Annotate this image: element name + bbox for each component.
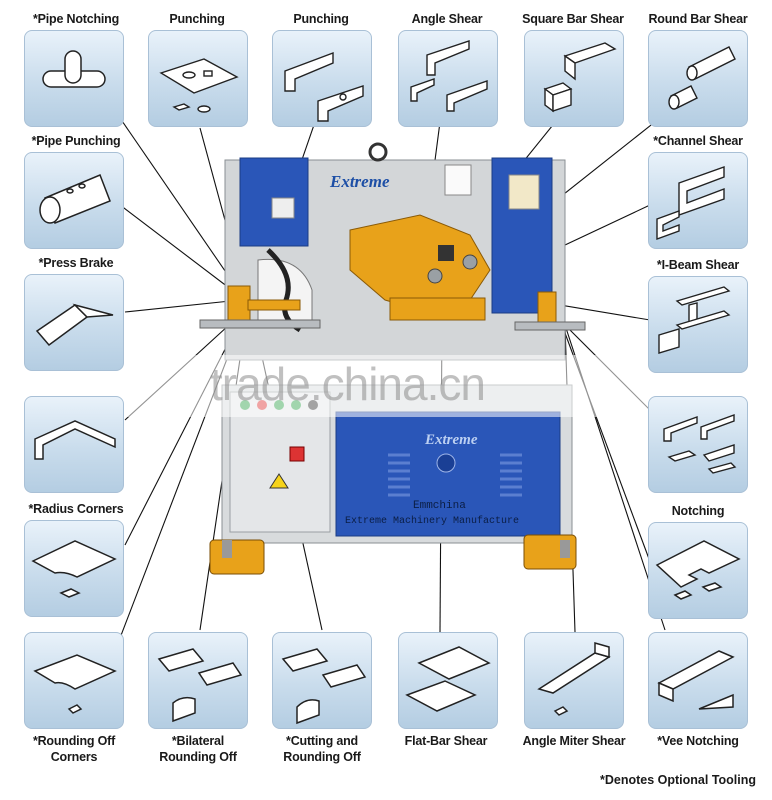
label-press-brake: *Press Brake bbox=[38, 256, 114, 270]
tile-radius-corners-2 bbox=[24, 520, 124, 617]
tile-notching bbox=[648, 522, 748, 619]
angle-miter-icon bbox=[537, 642, 611, 716]
label-flat-bar-shear: Flat-Bar Shear bbox=[404, 734, 488, 748]
radius-corners-icon bbox=[34, 420, 116, 460]
label-radius-corners: *Radius Corners bbox=[28, 502, 124, 516]
tile-cutting-and-rounding-off bbox=[272, 632, 372, 729]
label-rounding-off-corners-2: Corners bbox=[50, 750, 98, 764]
tile-angle-shear bbox=[398, 30, 498, 127]
round-bar-icon bbox=[668, 46, 736, 110]
angle-shear-icon bbox=[410, 40, 488, 112]
cutting-rounding-icon bbox=[281, 648, 367, 725]
tile-angle-shearing-set bbox=[648, 396, 748, 493]
tile-pipe-notching bbox=[24, 30, 124, 127]
label-angle-shear: Angle Shear bbox=[411, 12, 483, 26]
label-cutting-and-rounding-off-1: *Cutting and bbox=[286, 734, 358, 748]
plate-line-1: Emmchina bbox=[413, 500, 466, 512]
bilateral-rounding-icon bbox=[157, 648, 243, 723]
tile-punching-2 bbox=[272, 30, 372, 127]
tile-bilateral-rounding-off bbox=[148, 632, 248, 729]
press-brake-icon bbox=[35, 303, 114, 347]
watermark-text: trade.china.cn bbox=[210, 358, 486, 410]
label-channel-shear: *Channel Shear bbox=[653, 134, 743, 148]
label-i-beam-shear: *I-Beam Shear bbox=[656, 258, 740, 272]
label-punching-1: Punching bbox=[169, 12, 225, 26]
pipe-notching-icon bbox=[42, 50, 106, 88]
i-beam-icon bbox=[658, 286, 731, 354]
label-punching-2: Punching bbox=[293, 12, 349, 26]
tile-i-beam-shear bbox=[648, 276, 748, 373]
tile-punching-1 bbox=[148, 30, 248, 127]
plate-line-2: Extreme Machinery Manufacture bbox=[345, 516, 520, 527]
angle-pieces-icon bbox=[663, 414, 737, 474]
flat-bar-icon bbox=[405, 646, 491, 712]
label-angle-miter-shear: Angle Miter Shear bbox=[522, 734, 626, 748]
footnote-optional-tooling: *Denotes Optional Tooling bbox=[600, 773, 757, 787]
label-cutting-and-rounding-off-2: Rounding Off bbox=[283, 750, 361, 764]
label-vee-notching: *Vee Notching bbox=[657, 734, 739, 748]
tile-angle-miter-shear bbox=[524, 632, 624, 729]
machine-brand-top: Extreme bbox=[330, 172, 390, 191]
label-pipe-notching: *Pipe Notching bbox=[32, 12, 120, 26]
rounding-off-corners-icon bbox=[33, 654, 117, 714]
rounded-plate-icon bbox=[31, 540, 117, 598]
label-pipe-punching: *Pipe Punching bbox=[31, 134, 121, 148]
tile-flat-bar-shear bbox=[398, 632, 498, 729]
channel-shear-icon bbox=[656, 166, 725, 240]
label-round-bar-shear: Round Bar Shear bbox=[648, 12, 748, 26]
pipe-punching-icon bbox=[39, 174, 111, 224]
tile-channel-shear bbox=[648, 152, 748, 249]
tile-press-brake bbox=[24, 274, 124, 371]
tile-rounding-off-corners bbox=[24, 632, 124, 729]
tile-pipe-punching bbox=[24, 152, 124, 249]
label-bilateral-rounding-off-2: Rounding Off bbox=[159, 750, 237, 764]
tile-round-bar-shear bbox=[648, 30, 748, 127]
label-bilateral-rounding-off-1: *Bilateral bbox=[171, 734, 225, 748]
tile-square-bar-shear bbox=[524, 30, 624, 127]
vee-notching-icon bbox=[657, 650, 735, 710]
tile-vee-notching bbox=[648, 632, 748, 729]
square-bar-icon bbox=[543, 42, 617, 113]
punched-angle-icon bbox=[284, 51, 364, 122]
machine-brand-plate: Extreme bbox=[425, 432, 478, 448]
label-rounding-off-corners-1: *Rounding Off bbox=[32, 734, 116, 748]
label-square-bar-shear: Square Bar Shear bbox=[522, 12, 624, 26]
notching-icon bbox=[655, 540, 741, 600]
label-notching: Notching bbox=[671, 504, 725, 518]
watermark-band bbox=[0, 355, 772, 417]
tile-radius-corners bbox=[24, 396, 124, 493]
punched-plate-icon bbox=[159, 58, 239, 113]
